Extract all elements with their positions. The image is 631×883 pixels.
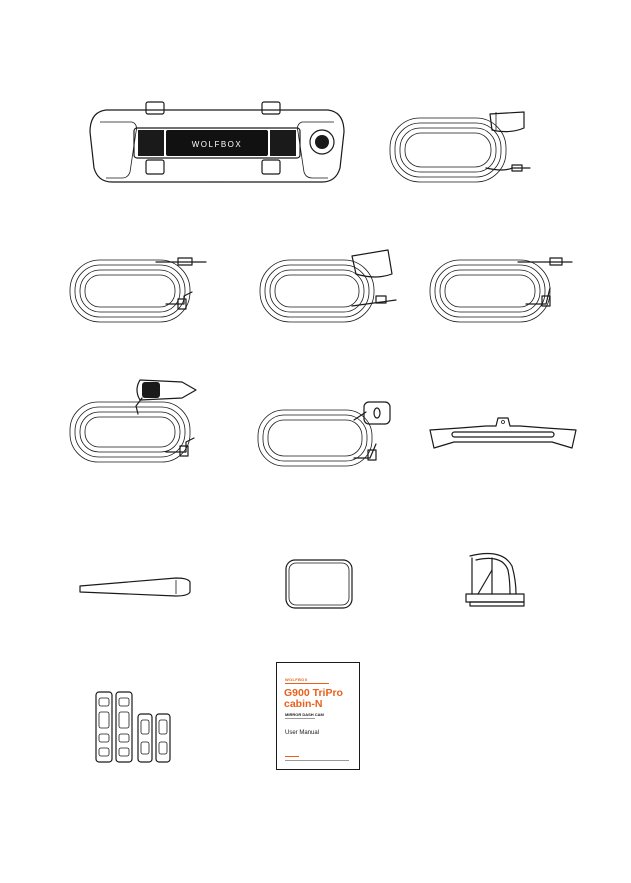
manual-brand-rule bbox=[285, 683, 329, 684]
manual-footer-text bbox=[285, 760, 349, 761]
adhesive-pad bbox=[284, 558, 354, 610]
power-cable-right-angle bbox=[66, 252, 212, 328]
license-plate-bracket bbox=[426, 414, 580, 454]
rear-camera-cable bbox=[386, 108, 536, 194]
manual-label: User Manual bbox=[285, 730, 319, 736]
extension-cable-angled bbox=[426, 252, 576, 328]
manual-footer-accent bbox=[285, 756, 299, 757]
manual-small-print bbox=[285, 718, 315, 719]
manual-subtitle: MIRROR DASH CAM bbox=[285, 712, 324, 717]
interior-camera-cable bbox=[256, 244, 402, 328]
user-manual: WOLFBOX G900 TriPro cabin-N MIRROR DASH … bbox=[276, 662, 360, 770]
car-charger-cable bbox=[66, 370, 212, 466]
manual-title-line2: cabin-N bbox=[284, 699, 343, 710]
trim-removal-tool bbox=[76, 572, 194, 602]
manual-brand: WOLFBOX bbox=[285, 677, 308, 682]
manual-title: G900 TriPro cabin-N bbox=[284, 688, 343, 710]
mirror-brand-text: WOLFBOX bbox=[192, 140, 243, 149]
cable-clips bbox=[94, 690, 174, 764]
mirror-dash-cam: WOLFBOX bbox=[86, 102, 348, 190]
gps-module-cable bbox=[254, 400, 400, 470]
cable-clip-holder bbox=[462, 546, 532, 610]
